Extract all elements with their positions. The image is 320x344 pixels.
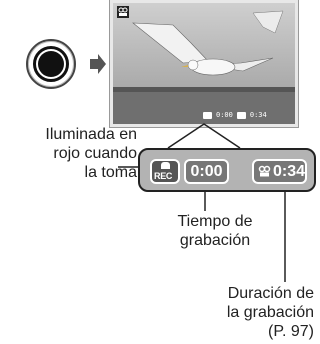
remaining-recording-time: 0:34 — [252, 159, 307, 184]
screen-elapsed-time: 0:00 — [216, 111, 233, 119]
movie-mini-icon — [236, 111, 246, 119]
record-dot-icon — [38, 51, 64, 77]
rec-label: REC — [154, 171, 173, 181]
screen-status-bar: 0:00 0:34 — [203, 111, 267, 119]
rec-indicator: REC — [150, 159, 180, 184]
duration-line-3: (P. 97) — [268, 323, 314, 340]
recording-duration-label: Duración de la grabación (P. 97) — [174, 284, 314, 341]
camera-icon — [161, 162, 170, 169]
elapsed-recording-time: 0:00 — [184, 159, 229, 184]
right-arrow-icon — [90, 54, 106, 74]
remaining-time-value: 0:34 — [273, 163, 306, 180]
lit-red-line-2: rojo cuando — [53, 145, 137, 162]
duration-line-1: Duración de — [227, 285, 314, 302]
lit-red-line-1: Iluminada en — [45, 126, 137, 143]
recording-time-label: Tiempo de grabación — [163, 212, 267, 250]
duration-line-2: la grabación — [226, 304, 314, 321]
seagull-photo — [113, 3, 295, 124]
movie-camera-icon — [258, 165, 271, 177]
lit-red-line-3: la toma — [84, 164, 137, 181]
rec-mini-icon — [203, 111, 212, 119]
screen-remaining-time: 0:34 — [249, 111, 267, 119]
recording-time-line-2: grabación — [179, 232, 251, 249]
movie-mode-icon — [117, 6, 129, 18]
recording-status-panel: REC 0:00 0:34 — [138, 148, 316, 192]
record-button-ring — [33, 46, 69, 82]
lit-red-label: Iluminada en rojo cuando la toma — [0, 125, 137, 182]
movie-record-button[interactable] — [26, 39, 76, 89]
recording-time-line-1: Tiempo de — [177, 213, 253, 230]
camera-screen: 0:00 0:34 — [109, 0, 299, 128]
